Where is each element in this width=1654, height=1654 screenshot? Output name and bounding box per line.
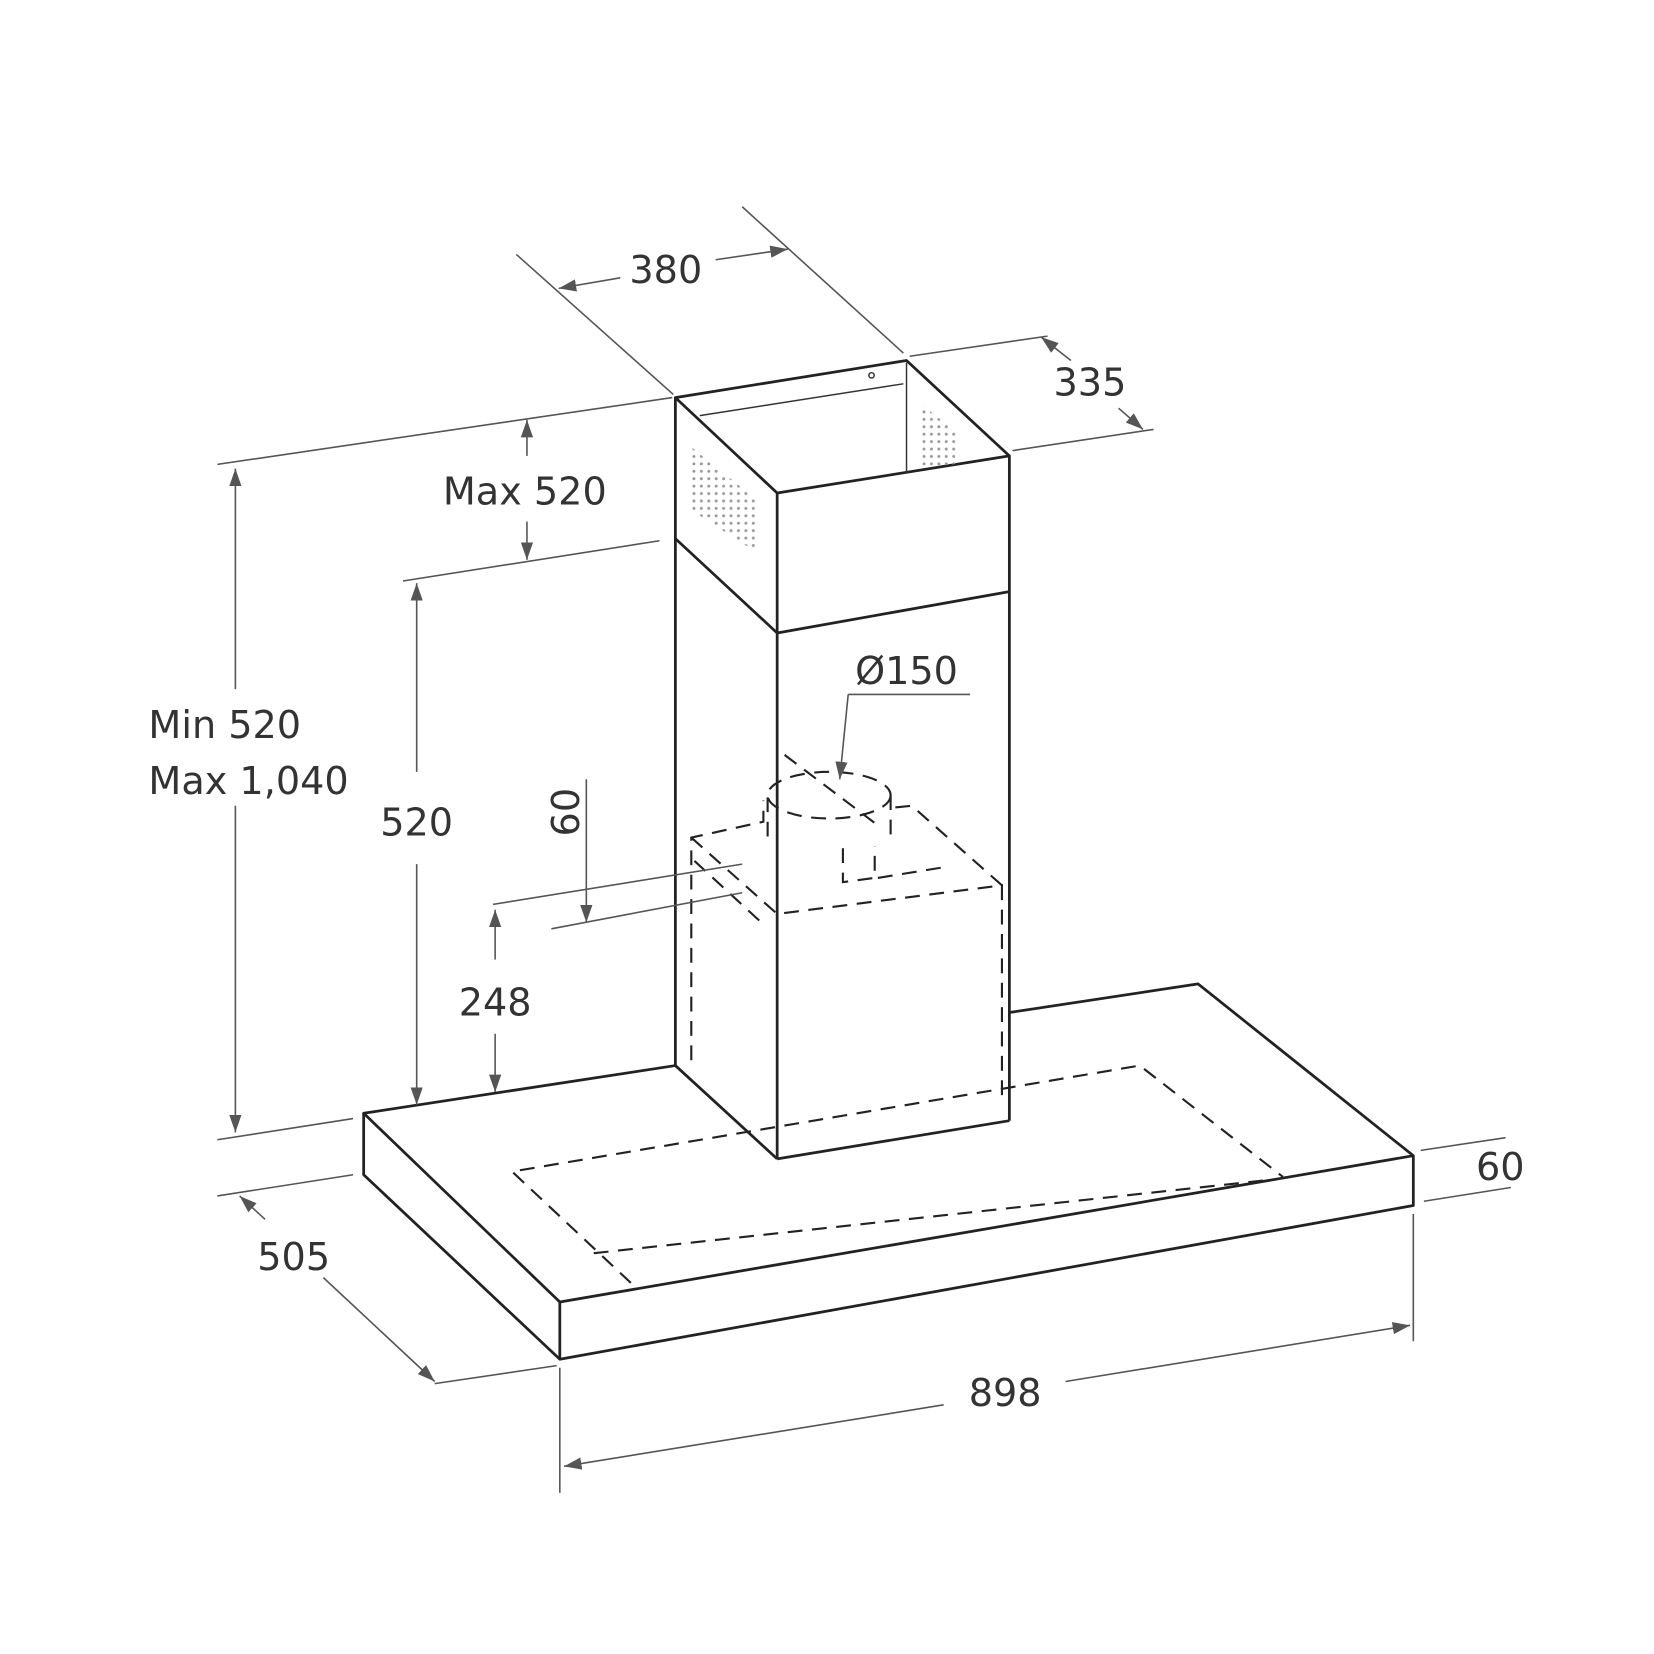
dim-248: 248 <box>459 909 532 1093</box>
vent-grille-left <box>689 445 755 552</box>
dim-diameter-150: Ø150 <box>835 649 971 780</box>
dim-label-898: 898 <box>969 1371 1042 1415</box>
dim-label-520: 520 <box>380 800 453 844</box>
dim-898: 898 <box>559 1213 1415 1493</box>
dim-380: 380 <box>515 206 904 396</box>
dim-label-max: Max 1,040 <box>148 759 348 803</box>
dim-max-520: Max 520 <box>217 396 673 582</box>
dim-label-248: 248 <box>459 981 532 1025</box>
vent-grille-right <box>922 405 960 469</box>
dim-505: 505 <box>217 1173 557 1385</box>
canopy <box>362 982 1415 1361</box>
dim-label-diameter: Ø150 <box>855 649 958 693</box>
dim-total-height: Min 520 Max 1,040 <box>148 468 354 1141</box>
dim-label-max-520: Max 520 <box>443 470 607 514</box>
dim-60-outlet: 60 <box>492 779 743 930</box>
dim-335: 335 <box>909 335 1154 452</box>
chimney <box>674 359 1011 1161</box>
screw-icon <box>868 371 875 379</box>
filter-outline-hidden <box>509 1064 1284 1284</box>
dim-label-335: 335 <box>1054 360 1127 404</box>
dim-label-60-canopy: 60 <box>1476 1145 1525 1189</box>
dim-label-380: 380 <box>629 248 702 292</box>
dim-label-505: 505 <box>257 1235 330 1279</box>
motor-housing-hidden <box>690 754 1004 1103</box>
dim-520: 520 <box>380 583 453 1105</box>
dim-label-60-outlet: 60 <box>544 788 588 837</box>
dim-label-min: Min 520 <box>148 703 301 747</box>
dim-60-canopy: 60 <box>1420 1136 1525 1203</box>
